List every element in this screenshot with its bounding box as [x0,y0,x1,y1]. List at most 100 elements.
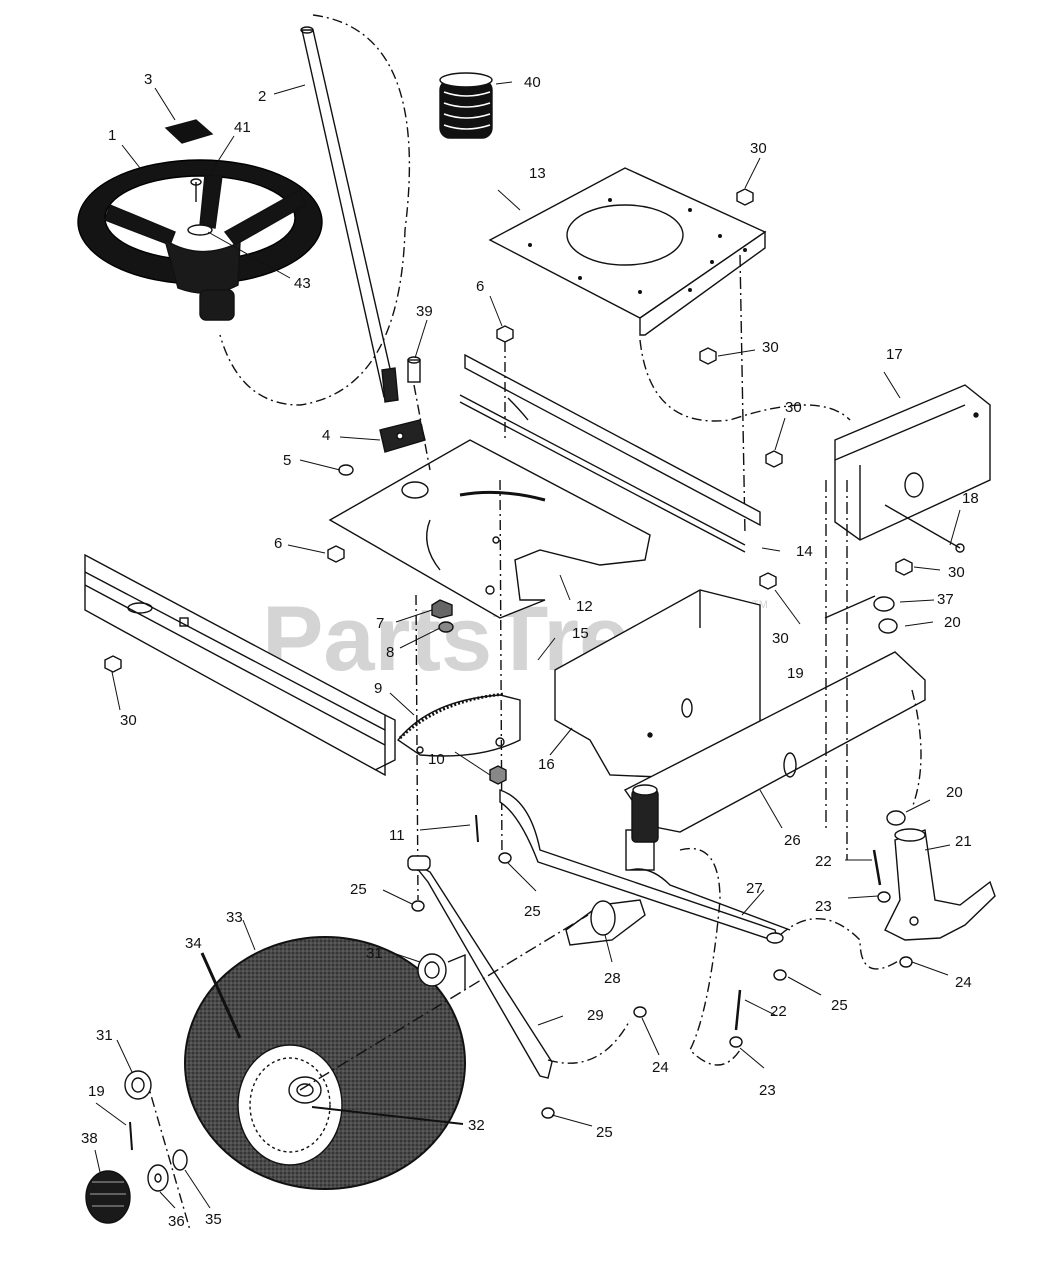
callout-33: 33 [226,909,243,926]
callout-39: 39 [416,303,433,320]
bolt-19-right [824,595,876,619]
callout-3: 3 [144,71,152,88]
callout-30-dash: 30 [762,339,779,356]
spindle-right [884,828,996,941]
shaft-leader-curve [219,14,411,406]
hardware-nuts [104,188,913,1119]
callout-5: 5 [283,452,291,469]
wheel-screw [190,178,202,202]
callout-35: 35 [205,1211,222,1228]
callout-38: 38 [81,1130,98,1147]
callout-8: 8 [386,644,394,661]
callout-31-upper: 31 [366,945,383,962]
callout-27: 27 [746,880,763,897]
callout-22-bottom: 22 [770,1003,787,1020]
front-bracket [554,589,761,779]
callout-24-right: 24 [955,974,972,991]
callout-23-right: 23 [815,898,832,915]
callout-43: 43 [294,275,311,292]
leader-lines [94,81,961,1209]
callout-30-right: 30 [948,564,965,581]
callout-20-upper: 20 [944,614,961,631]
callout-15: 15 [572,625,589,642]
dash-panel [488,167,767,336]
callout-13: 13 [529,165,546,182]
callout-37: 37 [937,591,954,608]
callout-30-top: 30 [750,140,767,157]
steering-plate [328,439,651,619]
frame-rail-left [84,553,396,777]
dash-mount-curve [639,339,851,422]
wheel-bracket-line [145,1077,191,1231]
callout-20-lower: 20 [946,784,963,801]
bushing-31-lower [124,1070,152,1100]
callout-6-left: 6 [274,535,282,552]
right-leader-curve [911,689,922,809]
callout-6-upper: 6 [476,278,484,295]
washer-36 [147,1164,169,1192]
callout-1: 1 [108,127,116,144]
callout-23-bottom: 23 [759,1082,776,1099]
callout-11: 11 [389,827,405,844]
callout-25-bottom: 25 [596,1124,613,1141]
steering-shaft [300,26,399,403]
steering-bracket [379,419,426,453]
hub-cap [85,1170,131,1224]
callout-26: 26 [784,832,801,849]
wheel-insert [164,119,214,144]
gear-center-line [499,479,503,861]
callout-24-bottom: 24 [652,1059,669,1076]
callout-25-left: 25 [350,881,367,898]
front-tire [184,936,466,1190]
front-frame [834,384,991,541]
callout-25-right: 25 [831,997,848,1014]
callout-4: 4 [322,427,330,444]
bracket-leader-line [413,384,431,471]
callout-29: 29 [587,1007,604,1024]
drag-link [499,789,784,944]
callout-19-right: 19 [787,665,804,682]
spindle-leader-curve [679,848,741,1066]
bolt-18 [884,504,965,553]
gear-left-line [415,594,419,901]
tie-rod-leader-curve [547,1019,631,1064]
callout-10: 10 [428,751,445,768]
bolt-22-right [872,849,882,886]
axle-stub [565,868,791,946]
callout-40: 40 [524,74,541,91]
callout-18: 18 [962,490,979,507]
callout-2: 2 [258,88,266,105]
callout-28: 28 [604,970,621,987]
callout-14: 14 [796,543,813,560]
sector-gear [396,692,521,757]
callout-36: 36 [168,1213,185,1230]
callout-34: 34 [185,935,202,952]
callout-32: 32 [468,1117,485,1134]
steering-wheel [77,159,323,321]
bolt-11 [475,814,479,843]
washer-35 [172,1149,188,1171]
bolt-22-bottom [734,989,742,1031]
callout-9: 9 [374,680,382,697]
callout-30-frame: 30 [785,399,802,416]
callout-16: 16 [538,756,555,773]
dash-mount-line [739,254,746,536]
callout-labels: 1 2 3 4 5 6 6 7 8 9 10 11 12 13 14 15 16… [81,71,979,1230]
callout-30-left: 30 [120,712,137,729]
frame-rail-upper [459,353,761,553]
callout-30-bracket: 30 [772,630,789,647]
callout-7: 7 [376,615,384,632]
callout-21: 21 [955,833,972,850]
callout-25-center: 25 [524,903,541,920]
callout-19-left: 19 [88,1083,105,1100]
callout-31-lower: 31 [96,1027,113,1044]
axle-pivot [631,784,659,843]
wheel-axis-line [299,914,589,1091]
bushing-31-upper [417,953,466,990]
spindle-leader-curve-2 [779,918,901,970]
tie-rod [407,855,553,1079]
steering-bellows [439,72,493,139]
callout-41: 41 [234,119,251,136]
bushing-39 [407,356,421,383]
